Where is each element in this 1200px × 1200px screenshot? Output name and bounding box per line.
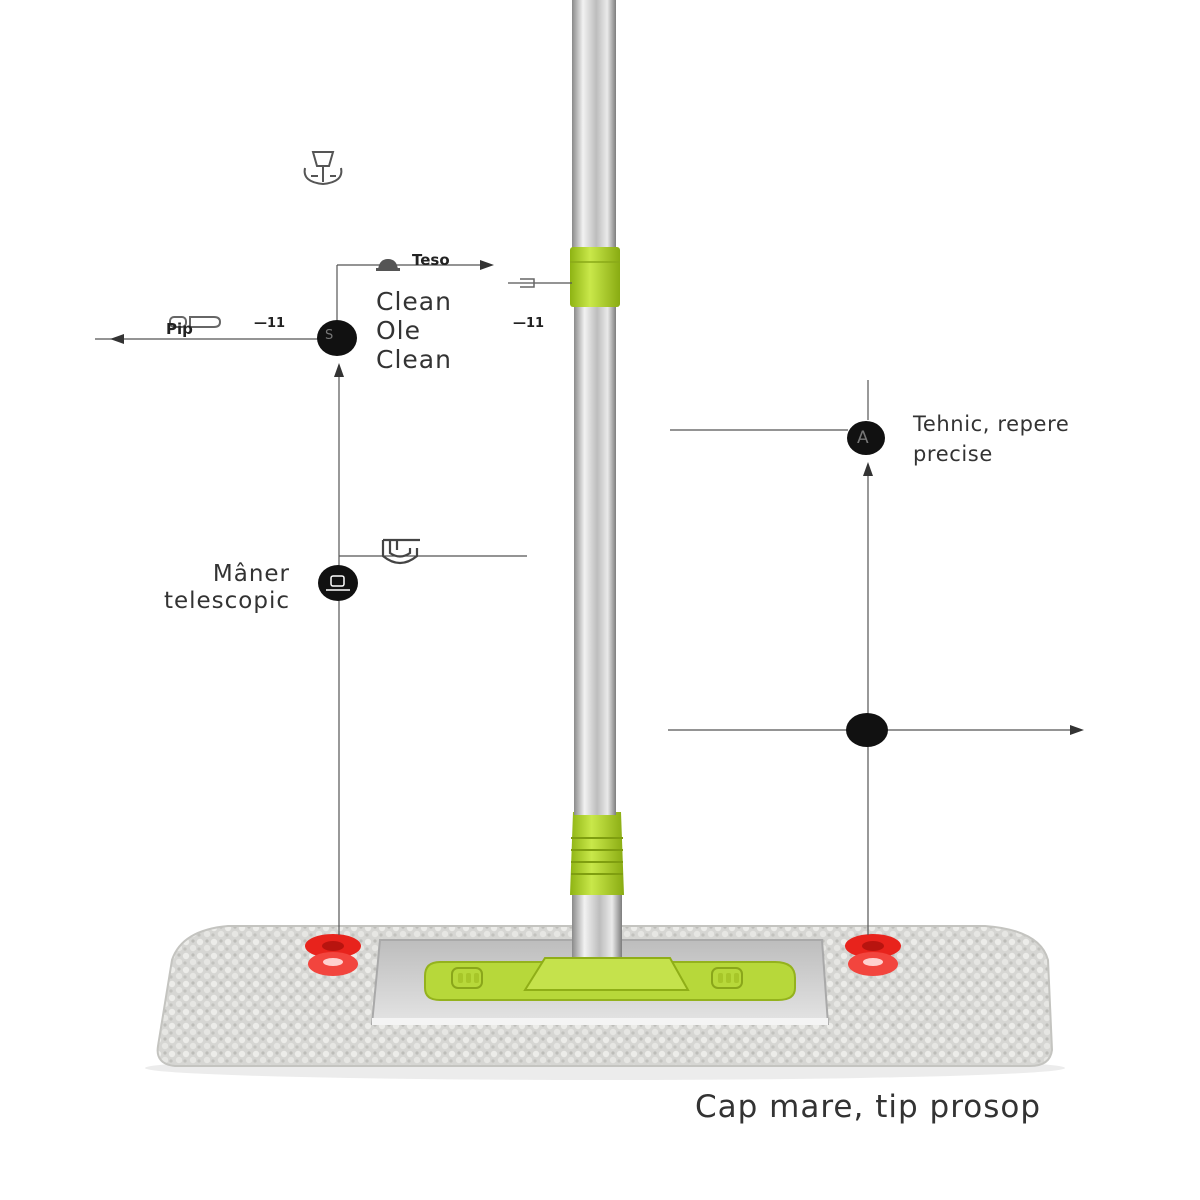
dash-left-label: —11 — [254, 316, 286, 331]
arrow-up-right — [863, 462, 873, 476]
arrow-teso — [480, 260, 494, 270]
marker-a — [847, 421, 885, 455]
plate-edge — [372, 1018, 828, 1025]
marker-handle — [318, 565, 358, 601]
handle-marker-icon — [326, 575, 350, 591]
marker-a-letter: A — [857, 428, 869, 448]
clean-line-2: Ole — [376, 316, 422, 345]
arrow-up-left — [334, 363, 344, 377]
green-joint — [523, 957, 690, 991]
dash-right-label: —11 — [513, 316, 545, 331]
red-dot-left — [305, 934, 361, 976]
insert-logo-right — [711, 967, 743, 989]
connector-icon — [520, 278, 535, 288]
marker-s-letter: S — [325, 328, 334, 343]
right-callout-lines — [668, 380, 1072, 935]
handle-line-2: telescopic — [163, 588, 290, 614]
mop-holder-icon — [303, 151, 343, 186]
waves-badge-icon — [381, 538, 420, 565]
red-dot-right — [845, 934, 901, 976]
technical-line-2: precise — [913, 442, 993, 466]
hat-icon — [376, 259, 400, 271]
upper-green-ring — [570, 247, 620, 307]
clean-line-3: Clean — [376, 345, 452, 374]
pip-logo-icon — [169, 316, 222, 328]
pip-label: Pip — [166, 320, 193, 338]
technical-line-1: Tehnic, repere — [913, 412, 1070, 436]
arrow-pip — [110, 334, 124, 344]
insert-logo-left — [451, 967, 483, 989]
arrow-right — [1070, 725, 1084, 735]
clean-line-1: Clean — [376, 287, 452, 316]
pole-upper — [572, 0, 616, 250]
handle-line-1: Mâner — [212, 561, 290, 587]
left-callout-lines — [95, 264, 572, 935]
lower-green-connector — [570, 812, 624, 895]
caption: Cap mare, tip prosop — [695, 1089, 1042, 1125]
steel-neck — [572, 895, 622, 957]
connector-ridges — [571, 837, 623, 875]
teso-label: Teso — [412, 251, 450, 269]
pole-lower — [574, 305, 616, 815]
marker-big — [846, 713, 888, 747]
marker-s — [317, 320, 357, 356]
